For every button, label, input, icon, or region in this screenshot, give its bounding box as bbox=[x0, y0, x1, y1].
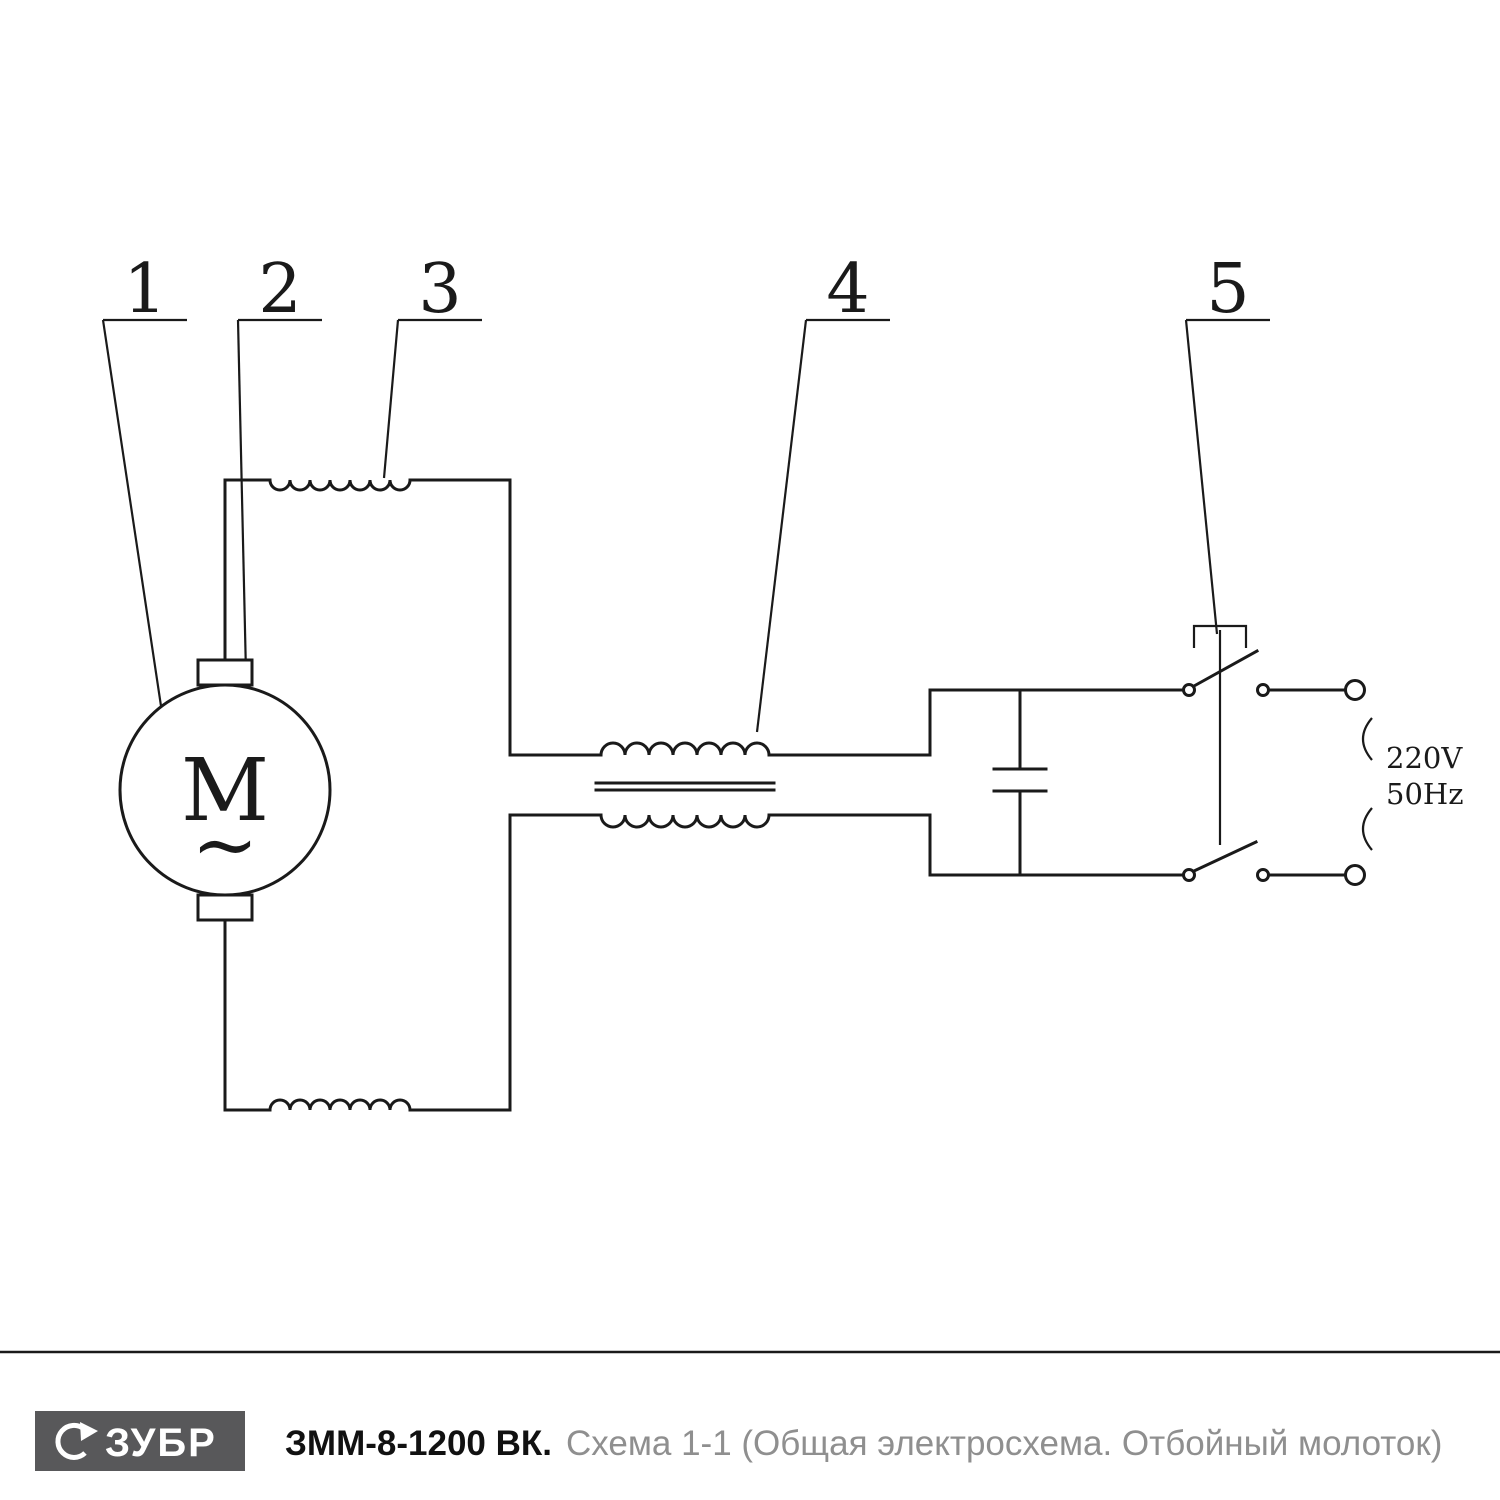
callout-4-leader bbox=[755, 319, 808, 733]
wire-bottom-right bbox=[767, 813, 1185, 877]
callout-field-winding: 3 bbox=[382, 250, 482, 479]
switch-actuator-bracket bbox=[1192, 624, 1248, 648]
footer-caption-line: ЗММ-8-1200 ВК. Схема 1-1 (Общая электросх… bbox=[285, 1424, 1442, 1463]
brand-name: ЗУБР bbox=[105, 1421, 217, 1465]
brush-terminal-top bbox=[196, 658, 254, 687]
callout-1-number: 1 bbox=[123, 250, 166, 329]
choke-winding-bottom bbox=[599, 813, 771, 829]
switch-contact-top-right bbox=[1256, 683, 1270, 697]
brand-logo-plate bbox=[35, 1411, 245, 1471]
wire-bottom-left bbox=[223, 918, 272, 1112]
callout-2-leader bbox=[236, 319, 248, 675]
callout-3-number: 3 bbox=[418, 250, 461, 329]
supply-brace-bottom bbox=[1361, 807, 1373, 851]
callout-choke: 4 bbox=[755, 250, 890, 733]
callout-2-number: 2 bbox=[258, 250, 301, 329]
supply-frequency-label: 50Hz bbox=[1386, 777, 1463, 811]
callout-1-leader bbox=[101, 319, 163, 707]
callout-motor: 1 bbox=[101, 250, 187, 707]
wire-top-middle bbox=[408, 478, 603, 757]
terminal-top bbox=[1344, 679, 1366, 701]
callout-switch: 5 bbox=[1184, 250, 1270, 635]
switch-contact-top-left bbox=[1182, 683, 1196, 697]
callout-5-leader bbox=[1184, 319, 1219, 635]
wire-top-right bbox=[767, 688, 1185, 757]
callout-3-leader bbox=[382, 319, 400, 479]
choke-core bbox=[594, 781, 776, 792]
wiring-top bbox=[223, 478, 1185, 757]
switch-blade-bottom bbox=[1192, 840, 1258, 873]
supply-terminals: 220V 50Hz bbox=[1344, 679, 1463, 886]
switch-blade-top bbox=[1191, 648, 1260, 689]
scheme-caption: Схема 1-1 (Общая электросхема. Отбойный … bbox=[566, 1424, 1442, 1463]
capacitor-symbol bbox=[992, 688, 1048, 877]
footer: ЗУБР ЗММ-8-1200 ВК. Схема 1-1 (Общая элек… bbox=[0, 1350, 1500, 1471]
model-name: ЗММ-8-1200 ВК. bbox=[285, 1424, 552, 1463]
choke-winding-top bbox=[599, 741, 771, 757]
wire-bottom-middle bbox=[408, 813, 603, 1112]
supply-brace-top bbox=[1361, 717, 1373, 761]
field-winding-bottom bbox=[268, 1098, 412, 1112]
callout-brush: 2 bbox=[236, 250, 322, 675]
motor-symbol: M ~ bbox=[118, 658, 332, 922]
field-winding-top bbox=[268, 478, 412, 492]
switch-contact-bottom-left bbox=[1182, 868, 1196, 882]
callout-4-number: 4 bbox=[826, 250, 869, 329]
callout-5-number: 5 bbox=[1206, 250, 1249, 329]
wire-top-left bbox=[223, 478, 272, 662]
zubr-logo-icon bbox=[55, 1422, 98, 1460]
switch-symbol bbox=[1182, 624, 1347, 882]
wiring-bottom bbox=[223, 813, 1185, 1112]
motor-ac-mark: ~ bbox=[191, 798, 258, 891]
callouts: 1 2 3 4 5 bbox=[101, 250, 1270, 733]
switch-contact-bottom-right bbox=[1256, 868, 1270, 882]
brush-terminal-bottom bbox=[196, 893, 254, 922]
supply-voltage-label: 220V bbox=[1386, 741, 1463, 775]
motor-letter: M bbox=[181, 741, 269, 841]
terminal-bottom bbox=[1344, 864, 1366, 886]
